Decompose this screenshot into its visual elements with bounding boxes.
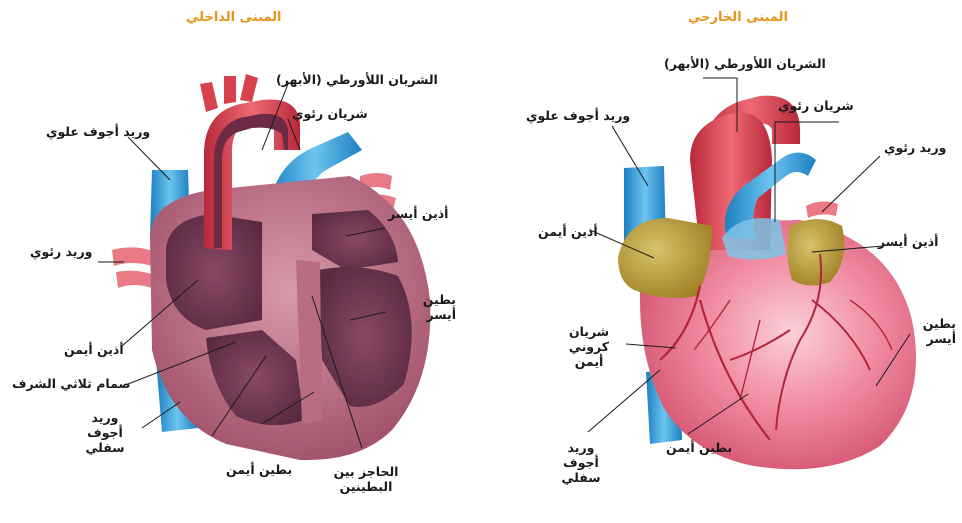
ext-label-inferior-vena-cava: وريد أجوف سفلي — [550, 440, 612, 485]
internal-aorta-branch-3 — [240, 74, 258, 102]
external-structure-title: المبنى الخارجي — [688, 10, 788, 25]
internal-aorta-branch-1 — [200, 82, 218, 112]
int-label-right-ventricle: بطين أيمن — [226, 462, 292, 477]
internal-heart-illustration — [112, 74, 430, 460]
internal-structure-title: المبنى الداخلي — [186, 10, 281, 25]
ext-label-right-ventricle: بطين أيمن — [666, 440, 732, 455]
int-label-left-atrium: أذين أيسر — [388, 206, 448, 221]
ext-label-pulmonary-vein: وريد رئوي — [884, 140, 946, 155]
internal-aorta-branch-2 — [224, 76, 236, 104]
ext-label-right-atrium: أذين أيمن — [538, 224, 598, 239]
int-label-superior-vena-cava: وريد أجوف علوي — [46, 124, 150, 139]
internal-pulmonary-vein-left — [112, 247, 155, 266]
ext-label-superior-vena-cava: وريد أجوف علوي — [526, 108, 630, 123]
ext-label-coronary-artery: شريان كروني أيمن — [556, 324, 622, 369]
int-label-pulmonary-artery: شريان رئوي — [292, 106, 368, 121]
internal-pulmonary-vein-left-2 — [116, 271, 156, 288]
int-label-aorta: الشريان اللأورطي (الأبهر) — [276, 72, 438, 87]
leader-ext-pulmonary-vein — [822, 156, 880, 212]
leader-int-superior-vena-cava — [128, 137, 170, 180]
int-label-pulmonary-vein: وريد رئوي — [30, 244, 92, 259]
int-label-inferior-vena-cava: وريد أجوف سفلي — [74, 410, 136, 455]
external-heart-illustration — [618, 96, 916, 470]
int-label-septum: الحاجز بين البطينين — [330, 464, 402, 494]
int-label-right-atrium: أذين أيمن — [64, 342, 124, 357]
ext-label-left-ventricle: بطين أيسر — [916, 316, 956, 346]
int-label-tricuspid-valve: صمام ثلاثي الشرف — [12, 376, 131, 391]
ext-label-left-atrium: أذين أيسر — [878, 234, 938, 249]
ext-label-aorta: الشريان اللأورطي (الأبهر) — [664, 56, 826, 71]
ext-label-pulmonary-artery: شريان رئوي — [778, 98, 854, 113]
external-pulmonary-vein-1 — [806, 201, 838, 218]
int-label-left-ventricle: بطين أيسر — [420, 292, 456, 322]
